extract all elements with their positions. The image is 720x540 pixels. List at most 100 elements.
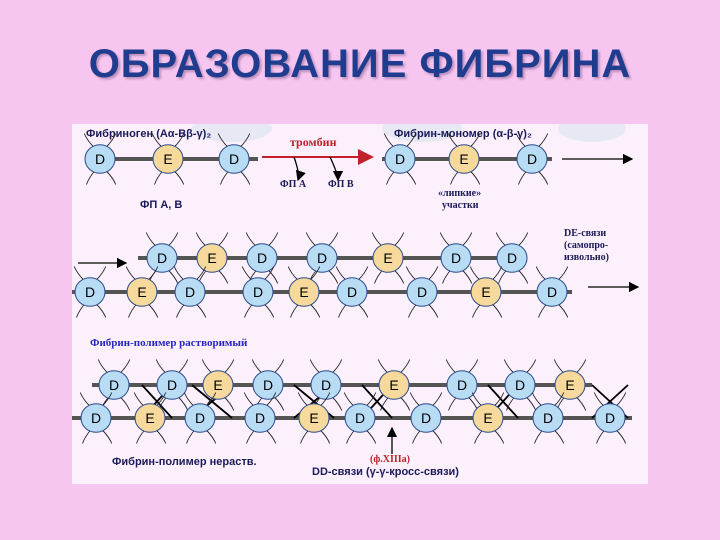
slide-title: ОБРАЗОВАНИЕ ФИБРИНА (88, 42, 632, 86)
alpha-chain-tendril (596, 429, 605, 444)
alpha-chain-tendril (357, 303, 369, 318)
e-domain-node: E (471, 392, 505, 444)
e-domain-label: E (483, 410, 492, 426)
alpha-chain-tendril (105, 133, 117, 148)
e-domain-circle (152, 144, 184, 174)
alpha-chain-tendril (145, 232, 157, 247)
alpha-chain-tendril (177, 359, 189, 374)
d-domain-circle (496, 243, 528, 273)
d-domain-circle (446, 370, 478, 400)
d-domain-node: D (335, 266, 369, 318)
d-domain-node: D (83, 133, 117, 185)
alpha-chain-tendril (471, 392, 483, 407)
d-domain-node: D (515, 133, 549, 185)
d-domain-label: D (321, 377, 331, 393)
d-domain-circle (594, 403, 626, 433)
e-domain-circle (134, 403, 166, 433)
alpha-chain-tendril (154, 170, 163, 185)
alpha-chain-tendril (246, 429, 255, 444)
alpha-chain-tendril (223, 396, 235, 411)
d-domain-node: D (305, 232, 339, 284)
alpha-chain-tendril (469, 133, 481, 148)
d-domain-circle (244, 403, 276, 433)
alpha-chain-tendril (95, 266, 107, 281)
e-domain-circle (472, 403, 504, 433)
d-domain-label: D (355, 410, 365, 426)
e-domain-label: E (389, 377, 398, 393)
d-domain-node: D (97, 359, 131, 411)
insoluble-polymer-label: Фибрин-полимер нераств. (112, 456, 257, 468)
e-domain-node: E (151, 133, 185, 185)
alpha-chain-tendril (493, 392, 505, 407)
background-oval (192, 124, 272, 142)
alpha-chain-tendril (79, 392, 91, 407)
d-domain-label: D (527, 151, 537, 167)
d-domain-node: D (79, 392, 113, 444)
alpha-chain-tendril (327, 269, 339, 284)
d-domain-label: D (547, 284, 557, 300)
alpha-chain-tendril (195, 303, 207, 318)
alpha-chain-tendril (305, 232, 317, 247)
alpha-chain-tendril (319, 429, 331, 444)
d-domain-node: D (183, 392, 217, 444)
alpha-chain-tendril (331, 359, 343, 374)
d-domain-circle (536, 277, 568, 307)
e-domain-label: E (565, 377, 574, 393)
alpha-chain-tendril (399, 359, 411, 374)
dd-bonds-label: DD-связи (γ-γ-кросс-связи) (312, 466, 459, 478)
alpha-chain-tendril (205, 392, 217, 407)
d-domain-circle (218, 144, 250, 174)
alpha-chain-tendril (128, 303, 137, 318)
e-domain-circle (202, 370, 234, 400)
alpha-chain-tendril (427, 303, 439, 318)
d-domain-circle (532, 403, 564, 433)
thrombin-label: тромбин (290, 135, 337, 149)
alpha-chain-tendril (405, 266, 417, 281)
e-domain-circle (378, 370, 410, 400)
d-domain-circle (184, 403, 216, 433)
alpha-chain-tendril (338, 303, 347, 318)
alpha-chain-tendril (173, 133, 185, 148)
alpha-chain-tendril (82, 429, 91, 444)
d-domain-circle (516, 144, 548, 174)
alpha-chain-tendril (493, 429, 505, 444)
alpha-chain-tendril (472, 303, 481, 318)
d-domain-node: D (439, 232, 473, 284)
e-domain-node: E (195, 232, 229, 284)
alpha-chain-tendril (445, 359, 457, 374)
d-domain-label: D (457, 377, 467, 393)
de-bonds-label-line2: (самопро- (564, 240, 608, 251)
alpha-chain-tendril (217, 269, 229, 284)
fibrin-formation-diagram: Фибриноген (Aα-Bβ-γ)₂ тромбин ФП А ФП В … (72, 124, 648, 484)
d-domain-node: D (405, 266, 439, 318)
alpha-chain-tendril (383, 133, 395, 148)
alpha-chain-tendril (273, 396, 285, 411)
d-domain-node: D (503, 359, 537, 411)
alpha-chain-tendril (241, 266, 253, 281)
alpha-chain-tendril (186, 429, 195, 444)
alpha-chain-tendril (290, 303, 299, 318)
d-domain-node: D (155, 359, 189, 411)
d-domain-label: D (185, 284, 195, 300)
alpha-chain-tendril (167, 232, 179, 247)
d-domain-label: D (255, 410, 265, 426)
alpha-chain-tendril (151, 133, 163, 148)
e-domain-node: E (133, 392, 167, 444)
fpab-label: ФП А, В (140, 199, 182, 211)
e-domain-node: E (287, 266, 321, 318)
sticky-label-line1: «липкие» (438, 188, 481, 199)
d-domain-circle (242, 277, 274, 307)
fpb-label: ФП В (328, 179, 354, 190)
d-domain-node: D (309, 359, 343, 411)
alpha-chain-tendril (205, 429, 217, 444)
alpha-chain-tendril (503, 359, 515, 374)
alpha-chain-tendril (469, 266, 481, 281)
alpha-chain-tendril (263, 266, 275, 281)
alpha-chain-tendril (223, 359, 235, 374)
alpha-chain-tendril (76, 303, 85, 318)
alpha-chain-tendril (273, 359, 285, 374)
alpha-chain-tendril (517, 232, 529, 247)
d-domain-node: D (383, 133, 417, 185)
alpha-chain-tendril (244, 303, 253, 318)
alpha-chain-tendril (427, 266, 439, 281)
